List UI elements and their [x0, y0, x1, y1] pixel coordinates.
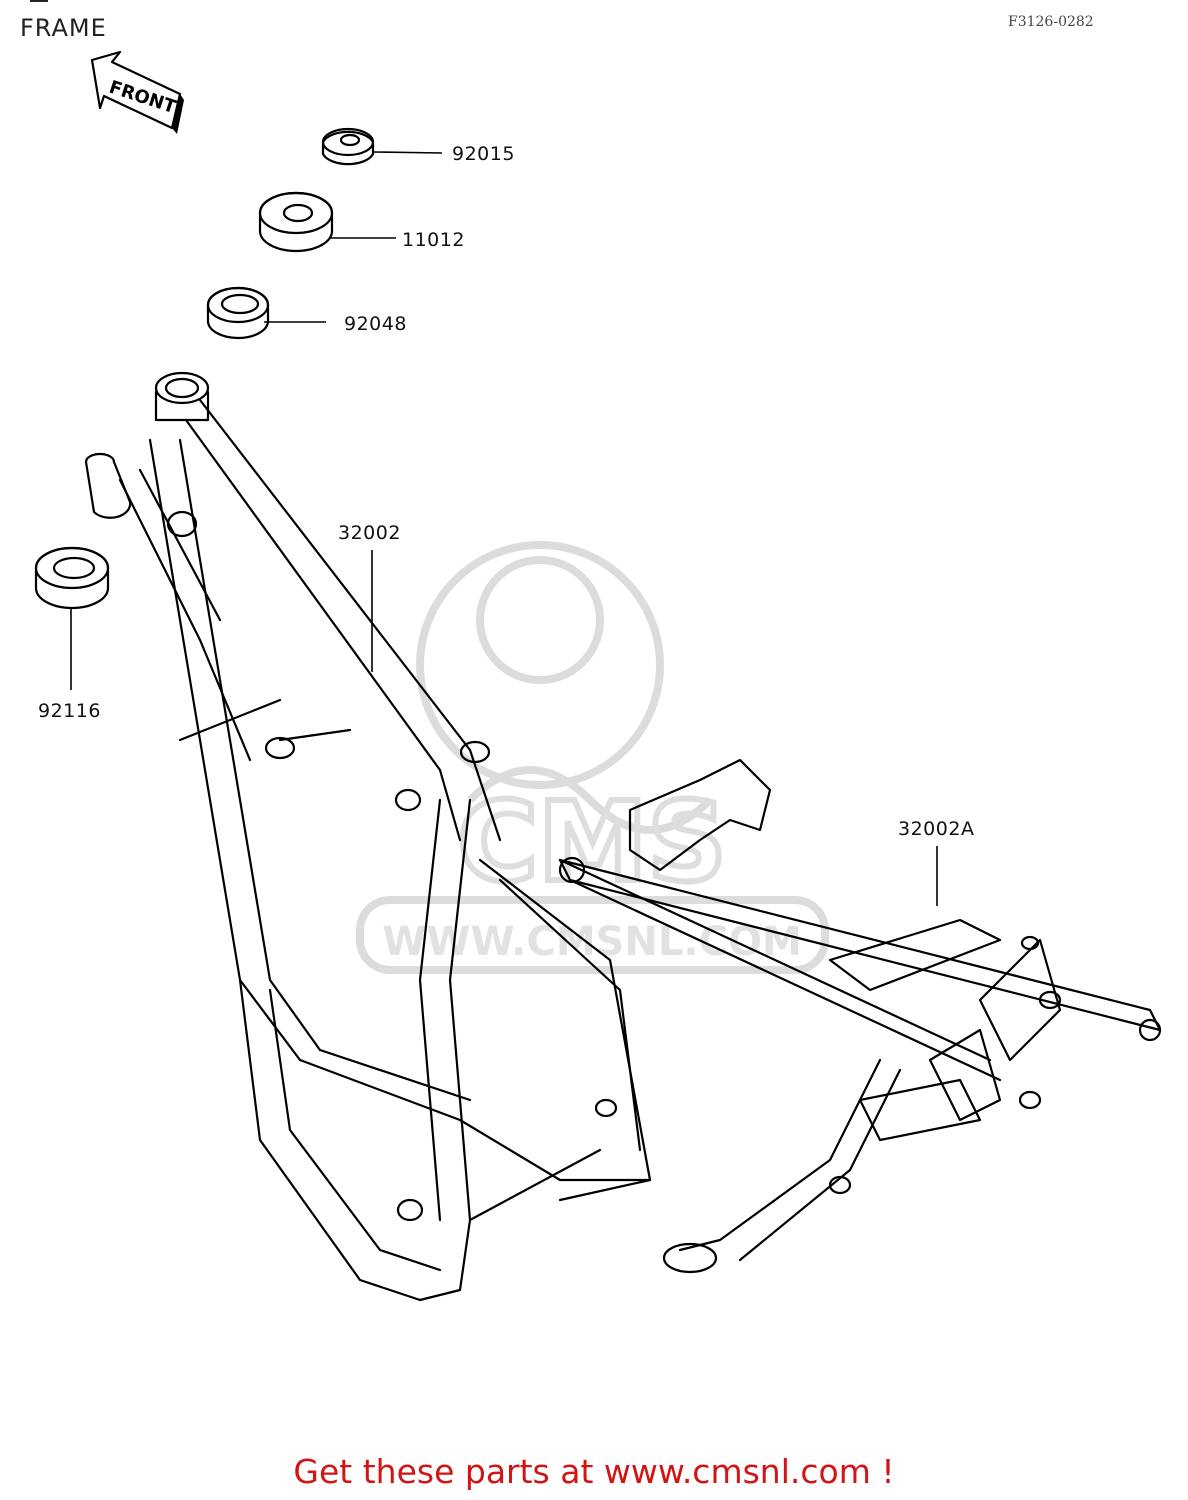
- bearing-92116: [34, 546, 110, 690]
- nut-92015: [321, 127, 443, 166]
- callout-92048[interactable]: 92048: [344, 313, 407, 335]
- title-rule: [30, 0, 48, 2]
- footer-link[interactable]: Get these parts at www.cmsnl.com !: [293, 1452, 895, 1491]
- front-arrow-label: FRONT: [106, 77, 179, 118]
- page-title: FRAME: [20, 14, 107, 42]
- watermark-logo: CMS: [457, 778, 726, 906]
- callout-11012[interactable]: 11012: [402, 229, 465, 251]
- front-arrow-icon: FRONT: [90, 50, 184, 134]
- callout-32002A[interactable]: 32002A: [898, 818, 975, 840]
- bearing-92048: [206, 286, 326, 340]
- subframe-32002A: [558, 758, 1162, 1274]
- callout-92015[interactable]: 92015: [452, 143, 515, 165]
- callout-92116[interactable]: 92116: [38, 700, 101, 722]
- callout-32002[interactable]: 32002: [338, 522, 401, 544]
- diagram-code: F3126-0282: [1008, 14, 1094, 30]
- main-frame-32002: [84, 371, 652, 1302]
- seal-11012: [258, 191, 396, 253]
